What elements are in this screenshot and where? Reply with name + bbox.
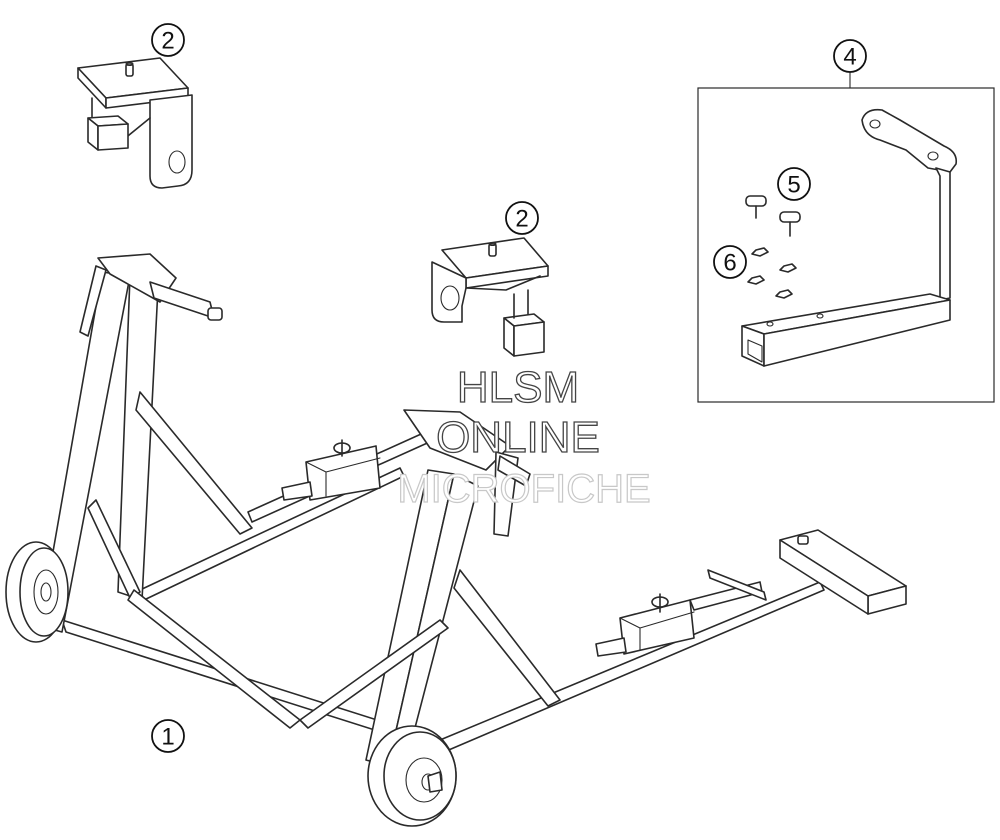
svg-text:6: 6 (723, 250, 736, 277)
part-2-bracket-top (77, 57, 193, 189)
callout-6: 6 (713, 245, 747, 279)
callout-2-middle: 2 (505, 201, 539, 235)
svg-text:4: 4 (843, 44, 856, 71)
callout-4: 4 (833, 39, 867, 73)
svg-text:2: 2 (515, 206, 528, 233)
svg-text:ONLINE: ONLINE (436, 413, 600, 462)
part-4-kit-box (697, 71, 995, 403)
svg-text:1: 1 (161, 724, 174, 751)
part-2-bracket-middle (431, 237, 549, 357)
svg-text:HLSM: HLSM (457, 363, 579, 412)
svg-text:5: 5 (787, 172, 800, 199)
callout-1: 1 (151, 719, 185, 753)
callout-5: 5 (777, 167, 811, 201)
part-1-stand-frame (5, 253, 907, 827)
watermark: HLSM ONLINE MICROFICHE (397, 362, 652, 511)
callout-2-top: 2 (151, 23, 185, 57)
svg-text:MICROFICHE: MICROFICHE (397, 467, 650, 511)
svg-text:2: 2 (161, 28, 174, 55)
